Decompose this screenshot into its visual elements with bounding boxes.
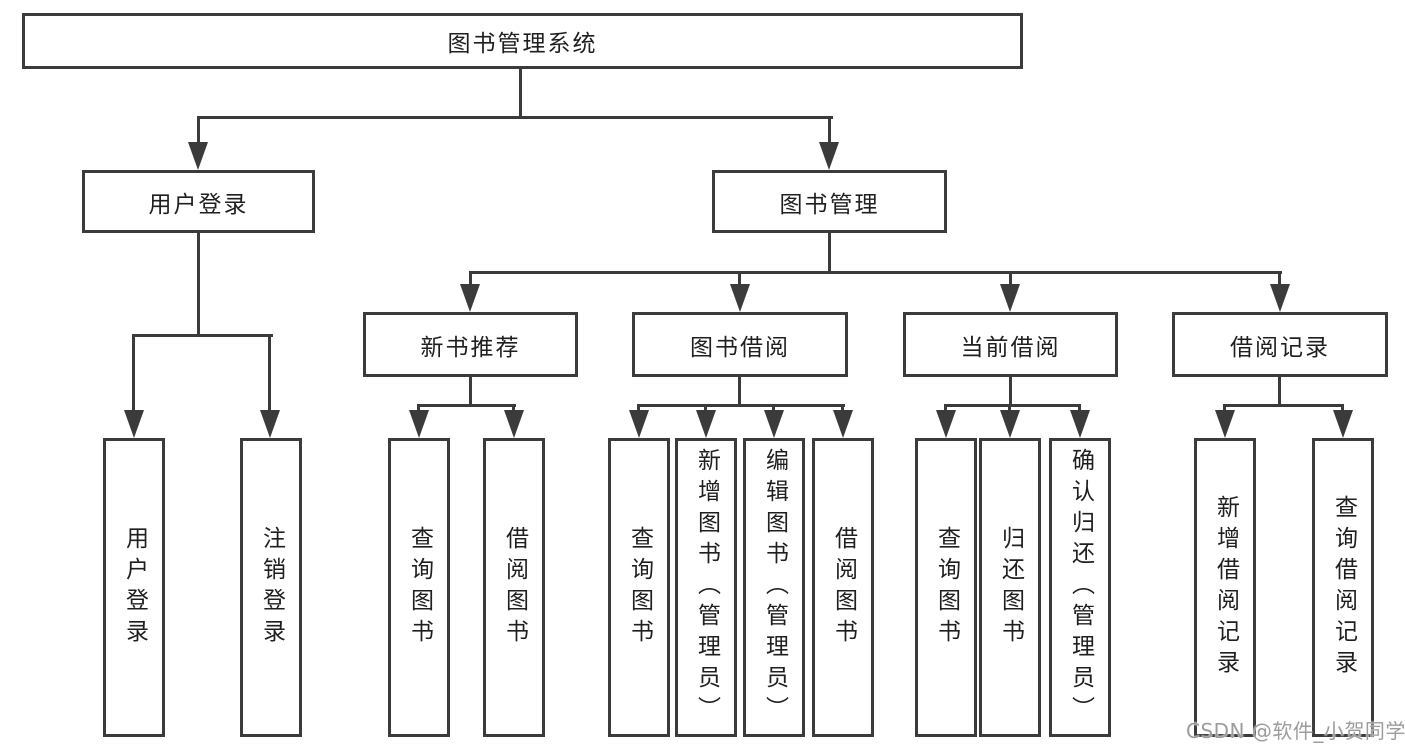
leaf-label: 借阅图书 — [501, 525, 528, 650]
arrow-down-icon — [1000, 284, 1020, 312]
arrow-down-icon — [696, 410, 716, 438]
leaf-label: 查询图书 — [406, 525, 433, 650]
leaf-query-books-recommend: 查询图书 — [388, 438, 450, 737]
leaf-confirm-return-admin: 确认归还（管理员） — [1049, 438, 1111, 737]
leaf-user-login: 用户登录 — [103, 438, 165, 737]
leaf-logout: 注销登录 — [240, 438, 302, 737]
leaf-label: 编辑图书（管理员） — [761, 448, 788, 727]
csdn-watermark: CSDN @软件_小贺同学 — [1186, 719, 1405, 743]
connector-line — [637, 404, 845, 407]
connector-line — [469, 377, 472, 406]
leaf-label: 新增借阅记录 — [1212, 494, 1239, 681]
connector-line — [132, 337, 135, 413]
node-root-label: 图书管理系统 — [447, 31, 598, 57]
leaf-label: 确认归还（管理员） — [1067, 448, 1094, 727]
connector-line — [1009, 377, 1012, 406]
node-book-borrow: 图书借阅 — [632, 312, 848, 377]
connector-line — [469, 274, 472, 288]
connector-line — [828, 119, 831, 147]
arrow-down-icon — [188, 142, 208, 170]
leaf-label: 查询借阅记录 — [1330, 494, 1357, 681]
arrow-down-icon — [260, 410, 280, 438]
connector-line — [944, 404, 1081, 407]
connector-line — [132, 334, 273, 337]
arrow-down-icon — [819, 142, 839, 170]
connector-line — [828, 233, 831, 274]
leaf-query-books-borrow: 查询图书 — [608, 438, 670, 737]
arrow-down-icon — [936, 410, 956, 438]
leaf-label: 借阅图书 — [830, 525, 857, 650]
node-borrow-records: 借阅记录 — [1172, 312, 1388, 377]
connector-line — [197, 233, 200, 336]
leaf-borrow-books-recommend: 借阅图书 — [483, 438, 545, 737]
leaf-add-book-admin: 新增图书（管理员） — [675, 438, 737, 737]
node-label: 新书推荐 — [420, 334, 521, 361]
arrow-down-icon — [764, 410, 784, 438]
arrow-down-icon — [1000, 410, 1020, 438]
leaf-label: 归还图书 — [997, 525, 1024, 650]
arrow-down-icon — [504, 410, 524, 438]
node-new-book-recommend: 新书推荐 — [363, 312, 578, 377]
leaf-label: 新增图书（管理员） — [693, 448, 720, 727]
arrow-down-icon — [833, 410, 853, 438]
arrow-down-icon — [1333, 410, 1353, 438]
connector-line — [738, 377, 741, 406]
leaf-return-book: 归还图书 — [979, 438, 1041, 737]
leaf-edit-book-admin: 编辑图书（管理员） — [743, 438, 805, 737]
leaf-query-borrow-record: 查询借阅记录 — [1312, 438, 1374, 737]
connector-line — [1223, 404, 1344, 407]
arrow-down-icon — [409, 410, 429, 438]
arrow-down-icon — [1215, 410, 1235, 438]
arrow-down-icon — [460, 284, 480, 312]
connector-line — [197, 119, 200, 147]
arrow-down-icon — [629, 410, 649, 438]
leaf-label: 查询图书 — [933, 525, 960, 650]
connector-line — [417, 404, 516, 407]
connector-line — [1278, 274, 1281, 288]
node-label: 图书管理 — [779, 191, 880, 218]
leaf-label: 注销登录 — [258, 525, 285, 650]
node-label: 借阅记录 — [1230, 334, 1330, 361]
connector-line — [469, 271, 1282, 274]
node-root: 图书管理系统 — [22, 13, 1023, 69]
arrow-down-icon — [1270, 284, 1290, 312]
node-book-management: 图书管理 — [712, 170, 947, 233]
arrow-down-icon — [124, 410, 144, 438]
node-current-borrow: 当前借阅 — [903, 312, 1118, 377]
node-label: 图书借阅 — [690, 334, 790, 361]
node-label: 当前借阅 — [960, 334, 1061, 361]
connector-line — [1278, 377, 1281, 406]
connector-line — [197, 116, 833, 119]
node-user-login: 用户登录 — [82, 170, 315, 233]
connector-line — [1009, 274, 1012, 288]
leaf-borrow-books: 借阅图书 — [812, 438, 874, 737]
arrow-down-icon — [1070, 410, 1090, 438]
leaf-label: 查询图书 — [626, 525, 653, 650]
leaf-label: 用户登录 — [121, 525, 148, 650]
leaf-query-books-current: 查询图书 — [915, 438, 977, 737]
connector-line — [268, 337, 271, 413]
node-label: 用户登录 — [148, 191, 249, 218]
connector-line — [519, 68, 522, 117]
connector-line — [738, 274, 741, 288]
arrow-down-icon — [730, 284, 750, 312]
leaf-add-borrow-record: 新增借阅记录 — [1194, 438, 1256, 737]
